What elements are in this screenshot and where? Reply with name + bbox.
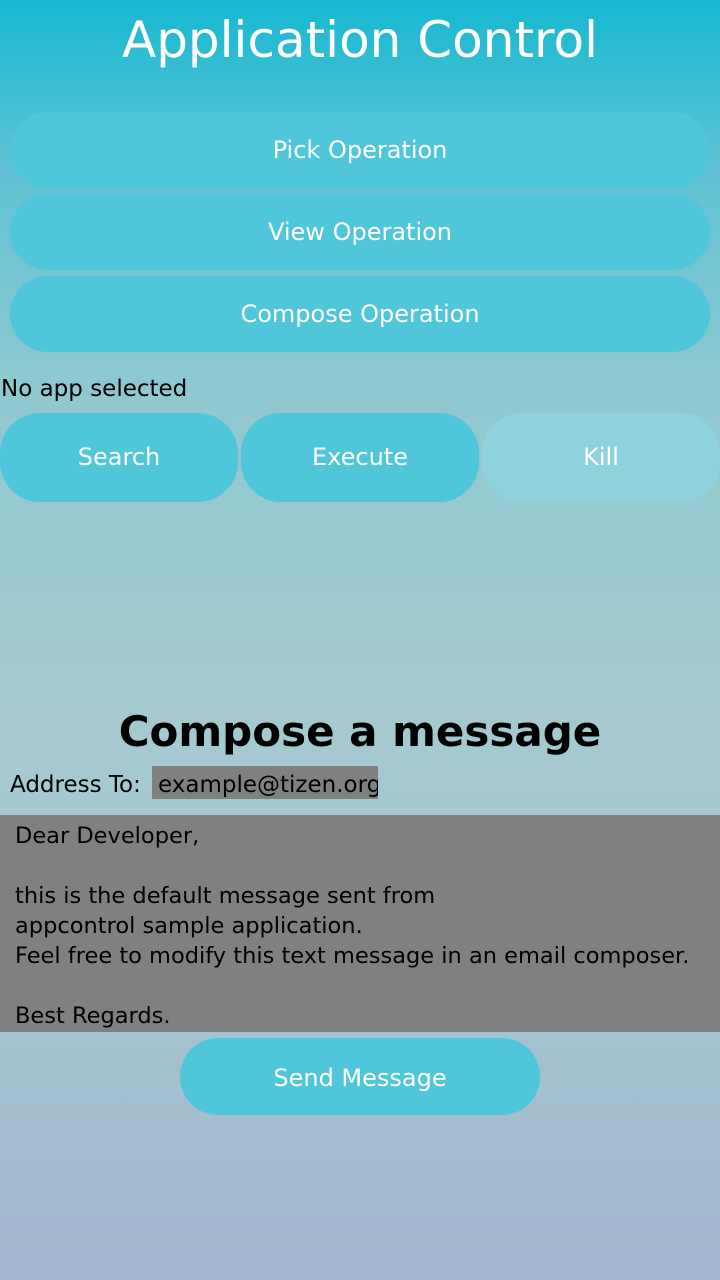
page-title: Application Control [121, 11, 598, 69]
execute-button[interactable]: Execute [241, 413, 479, 502]
message-line: appcontrol sample application. [15, 913, 363, 939]
message-line [15, 971, 705, 1001]
message-line [15, 851, 705, 881]
view-operation-button[interactable]: View Operation [10, 194, 710, 270]
send-message-button[interactable]: Send Message [180, 1038, 540, 1115]
message-line: Dear Developer, [15, 823, 200, 849]
pick-operation-button[interactable]: Pick Operation [10, 112, 710, 188]
message-line: Feel free to modify this text message in… [15, 943, 690, 969]
message-text-area[interactable]: Dear Developer, this is the default mess… [0, 815, 720, 1032]
compose-title: Compose a message [118, 707, 602, 756]
selected-app-status: No app selected [1, 376, 188, 402]
search-button[interactable]: Search [0, 413, 238, 502]
message-line: this is the default message sent from [15, 883, 436, 909]
kill-button[interactable]: Kill [482, 413, 720, 502]
compose-operation-button[interactable]: Compose Operation [10, 276, 710, 352]
address-label: Address To: [10, 772, 141, 798]
message-line: Best Regards. [15, 1003, 171, 1029]
address-input[interactable]: example@tizen.org [152, 766, 378, 799]
